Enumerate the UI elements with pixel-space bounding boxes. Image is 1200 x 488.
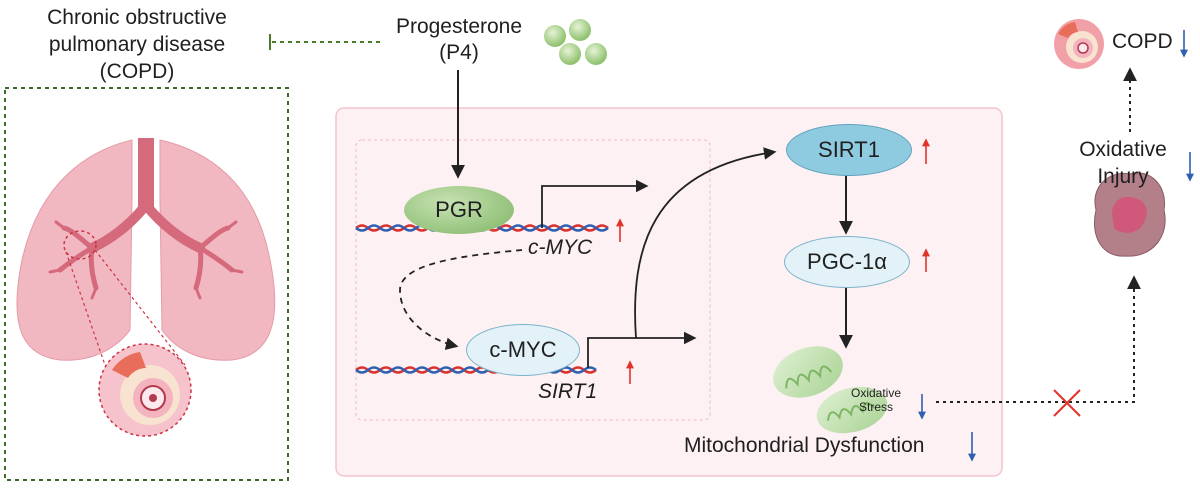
oxidative-stress-line1: Oxidative bbox=[850, 386, 902, 400]
damaged-cell-icon bbox=[1094, 172, 1166, 257]
progesterone-line1: Progesterone bbox=[395, 15, 523, 38]
mitochondria-icon bbox=[773, 346, 888, 434]
progesterone-label: Progesterone (P4) bbox=[384, 14, 534, 66]
sirt1-gene-label: SIRT1 bbox=[538, 380, 598, 403]
lung-panel bbox=[4, 87, 289, 481]
oxidative-injury-line1: Oxidative bbox=[1079, 138, 1167, 161]
block-x-icon bbox=[1053, 389, 1081, 417]
copd-title: Chronic obstructive pulmonary disease (C… bbox=[12, 4, 262, 85]
nucleus-region bbox=[355, 139, 711, 421]
oxidative-stress-label: Oxidative Stress bbox=[836, 386, 916, 414]
copd-airway-icon bbox=[1054, 19, 1104, 69]
oxidative-stress-line2: Stress bbox=[858, 400, 893, 414]
oxidative-injury-line2: Injury bbox=[1097, 165, 1149, 188]
progesterone-pills bbox=[544, 19, 607, 65]
copd-title-line2: pulmonary disease bbox=[48, 33, 226, 56]
sirt1-node: SIRT1 bbox=[786, 124, 912, 176]
copd-title-line1: Chronic obstructive bbox=[47, 6, 227, 29]
pgc1a-node: PGC-1α bbox=[784, 236, 910, 288]
mito-dysfunction-label: Mitochondrial Dysfunction bbox=[684, 434, 925, 457]
cmyc-gene-label: c-MYC bbox=[528, 236, 593, 259]
progesterone-line2: (P4) bbox=[439, 41, 479, 64]
pgr-node: PGR bbox=[404, 186, 514, 234]
oxidative-injury-label: Oxidative Injury bbox=[1068, 136, 1178, 190]
cmyc-node: c-MYC bbox=[466, 324, 580, 376]
copd-outcome-label: COPD bbox=[1112, 30, 1173, 53]
copd-title-line3: (COPD) bbox=[99, 60, 175, 83]
lungs-illustration bbox=[16, 138, 276, 437]
